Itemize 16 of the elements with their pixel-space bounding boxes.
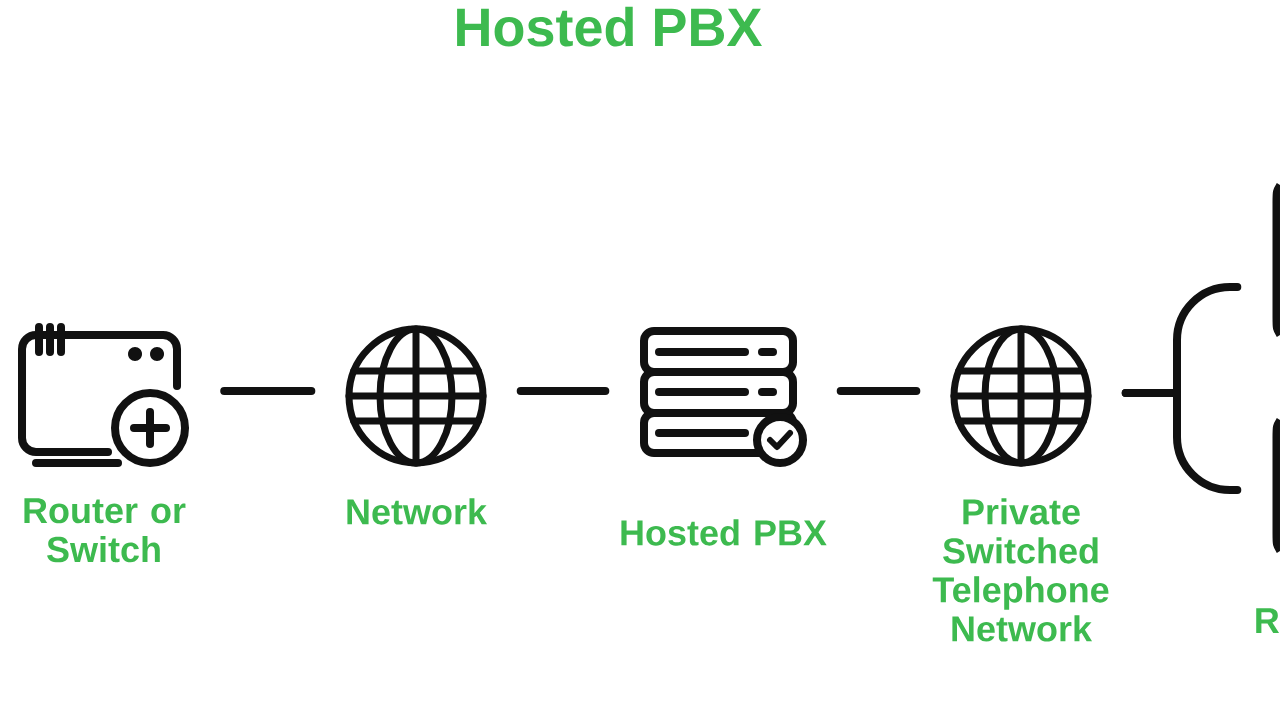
node-label: Router or Switch: [24, 498, 186, 563]
node-label: Private Switched Telephone Network: [932, 498, 1109, 642]
title: Hosted PBX: [457, 6, 762, 47]
router-icon: [18, 323, 189, 467]
node-label: Hosted PBX: [621, 519, 827, 546]
connector-line: [836, 387, 921, 395]
globe-icon: [345, 325, 487, 467]
node-label: Network: [347, 498, 488, 525]
server-icon: [640, 327, 807, 467]
connector-line: [220, 387, 316, 395]
connector-line: [1121, 389, 1242, 494]
connector-line: [516, 387, 610, 395]
caption-text: R: [1256, 608, 1280, 633]
device-outline: [1272, 418, 1280, 553]
device-outline: [1272, 183, 1280, 337]
globe-icon: [950, 325, 1092, 467]
